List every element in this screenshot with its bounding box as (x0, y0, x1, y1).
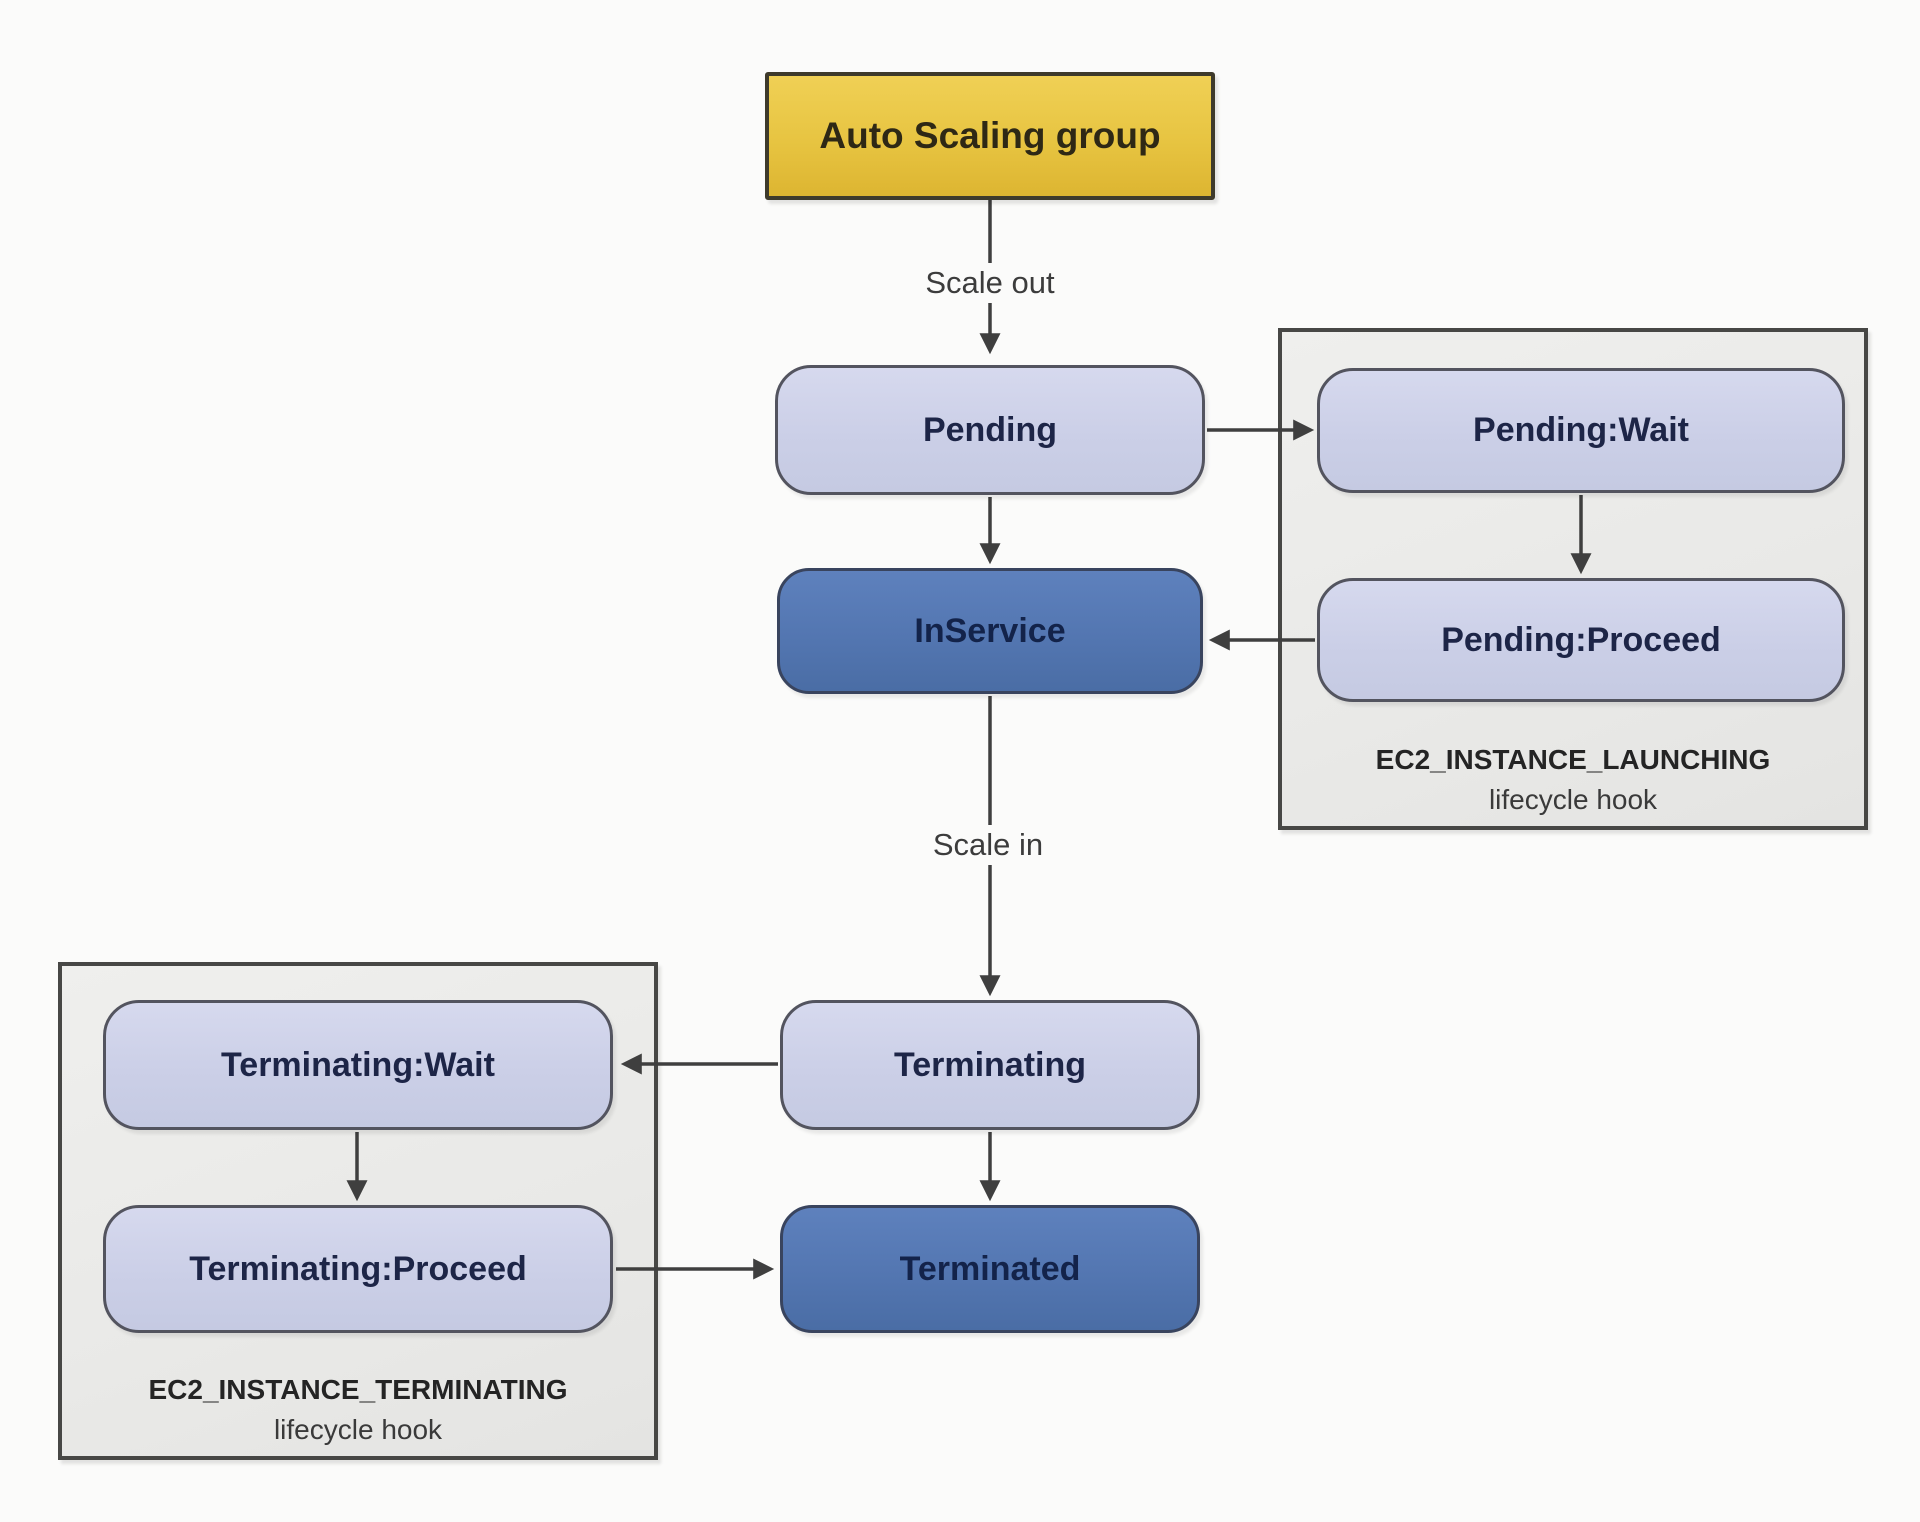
auto-scaling-group-label: Auto Scaling group (819, 115, 1161, 156)
node-terminated-label: Terminated (899, 1249, 1081, 1288)
scale-out-label: Scale out (913, 263, 1067, 303)
launching-hook-subtitle: lifecycle hook (1488, 784, 1658, 815)
launching-hook-name: EC2_INSTANCE_LAUNCHING (1375, 744, 1771, 775)
node-pending-wait-label: Pending:Wait (1473, 411, 1689, 449)
node-terminating-proceed: Terminating:Proceed (103, 1205, 613, 1333)
node-terminating-wait: Terminating:Wait (103, 1000, 613, 1130)
node-inservice: InService (777, 568, 1203, 694)
scale-in-label: Scale in (920, 825, 1056, 865)
auto-scaling-group-box: Auto Scaling group (765, 72, 1215, 200)
node-terminating-proceed-label: Terminating:Proceed (189, 1249, 527, 1288)
launching-hook-caption: EC2_INSTANCE_LAUNCHING lifecycle hook (1283, 744, 1863, 816)
node-terminating-label: Terminating (893, 1045, 1087, 1084)
node-terminating: Terminating (780, 1000, 1200, 1130)
node-pending-proceed: Pending:Proceed (1317, 578, 1845, 702)
node-inservice-label: InService (914, 611, 1066, 650)
terminating-hook-caption: EC2_INSTANCE_TERMINATING lifecycle hook (63, 1374, 653, 1446)
node-pending-wait: Pending:Wait (1317, 368, 1845, 493)
node-pending-proceed-label: Pending:Proceed (1441, 620, 1721, 659)
terminating-hook-name: EC2_INSTANCE_TERMINATING (148, 1374, 568, 1405)
node-terminating-wait-label: Terminating:Wait (221, 1045, 495, 1084)
node-pending: Pending (775, 365, 1205, 495)
node-pending-label: Pending (922, 410, 1058, 449)
terminating-hook-subtitle: lifecycle hook (273, 1414, 443, 1445)
node-terminated: Terminated (780, 1205, 1200, 1333)
